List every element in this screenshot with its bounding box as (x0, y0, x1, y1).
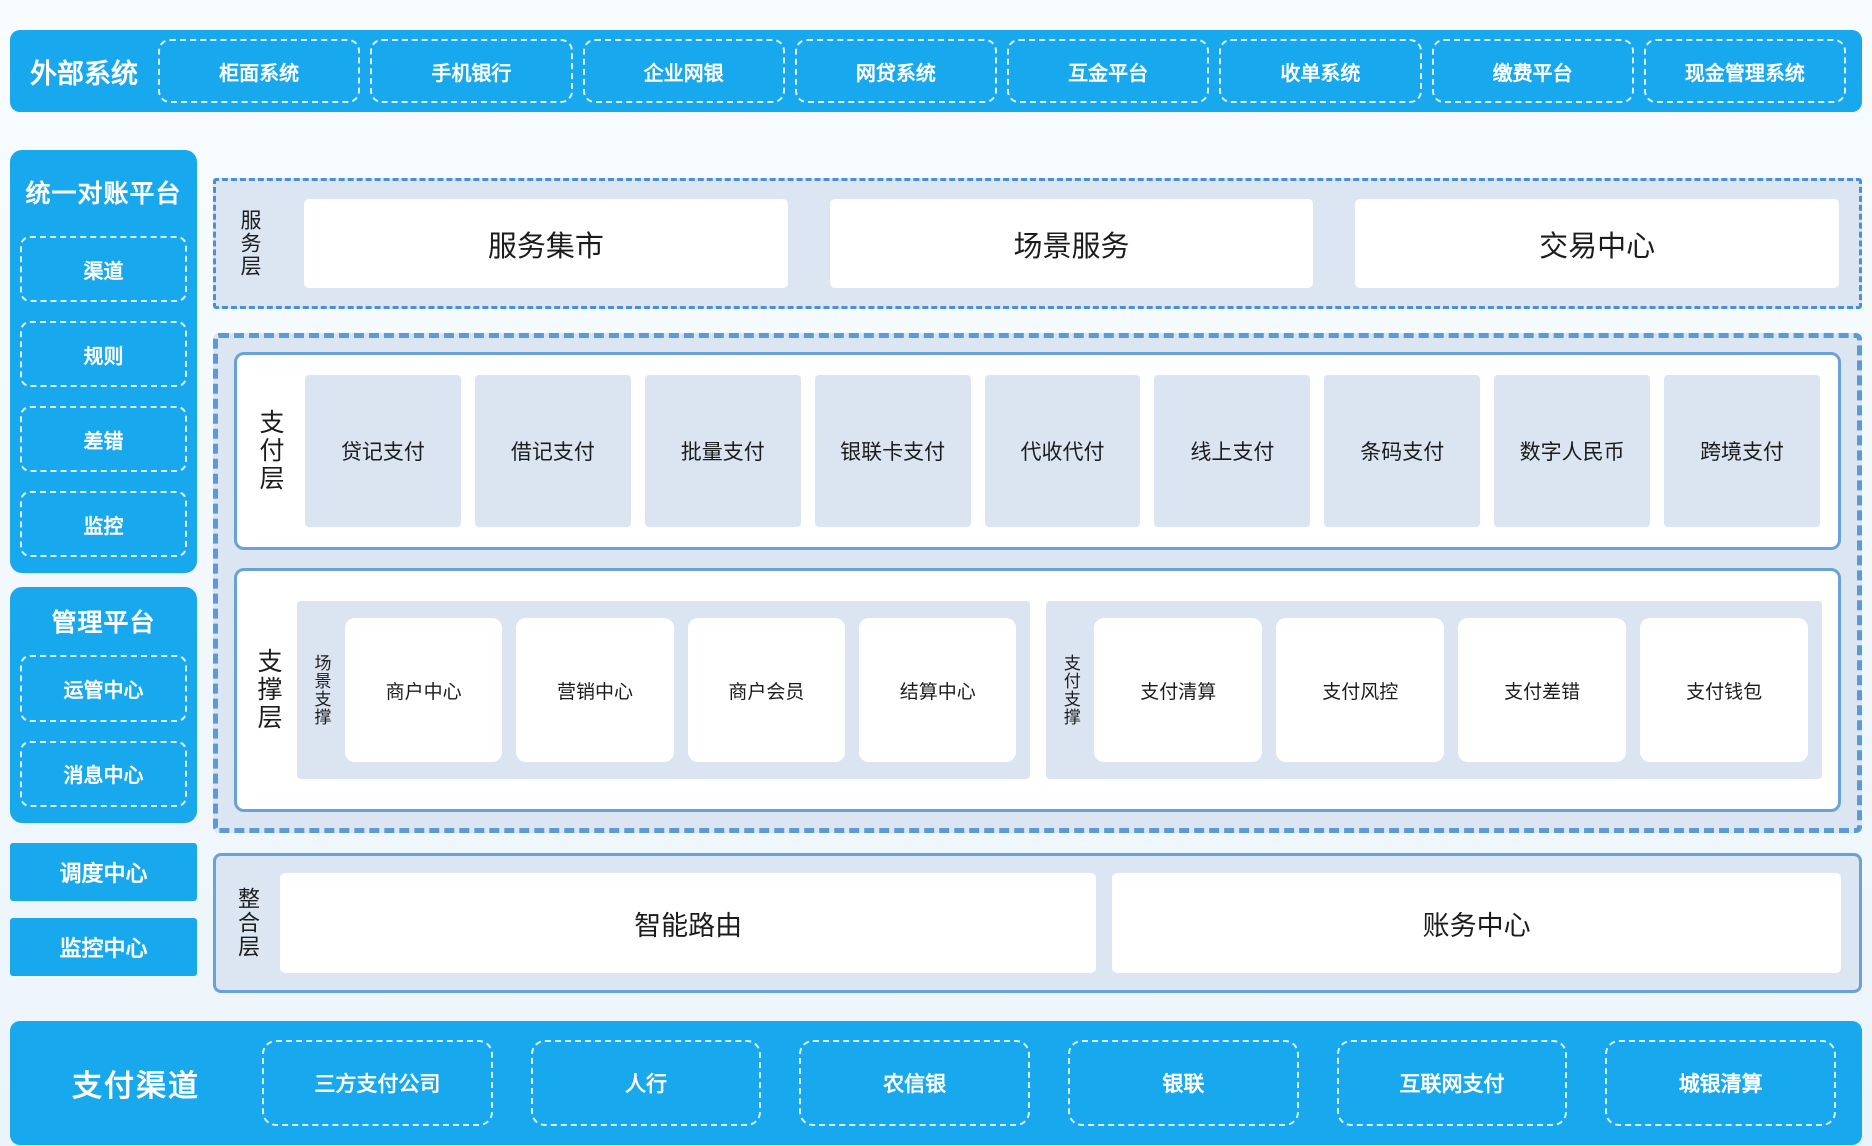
payment-layer-item: 线上支付 (1154, 375, 1311, 527)
dispatch-center-block: 调度中心 (10, 843, 197, 901)
payment-channel-item: 城银清算 (1605, 1040, 1837, 1126)
management-platform-block: 管理平台 运管中心 消息中心 (10, 587, 197, 823)
service-layer-item: 服务集市 (304, 199, 788, 288)
external-systems-bar: 外部系统 柜面系统 手机银行 企业网银 网贷系统 互金平台 收单系统 缴费平台 … (10, 30, 1862, 112)
payment-channel-item: 人行 (530, 1040, 762, 1126)
payment-layer-item: 银联卡支付 (814, 375, 971, 527)
payment-support-item: 支付清算 (1094, 618, 1263, 762)
payment-support-item: 支付风控 (1276, 618, 1445, 762)
service-layer: 服务层 服务集市 场景服务 交易中心 (213, 178, 1862, 309)
payment-channels-title: 支付渠道 (72, 1070, 200, 1103)
reconciliation-item: 监控 (20, 491, 187, 557)
payment-support-group: 支付支撑 支付清算 支付风控 支付差错 支付钱包 (1046, 601, 1822, 779)
external-systems-items: 柜面系统 手机银行 企业网银 网贷系统 互金平台 收单系统 缴费平台 现金管理系… (158, 39, 1846, 103)
payment-channel-item: 互联网支付 (1336, 1040, 1568, 1126)
payment-layer-item: 数字人民币 (1494, 375, 1651, 527)
payment-layer-item: 批量支付 (644, 375, 801, 527)
main-diagram-column: 服务层 服务集市 场景服务 交易中心 支付层 贷记支付 借记支付 批量支付 银联… (213, 150, 1862, 993)
integration-layer-label: 整合层 (235, 887, 260, 959)
payment-layer-label: 支付层 (256, 409, 284, 493)
scene-support-item: 商户会员 (687, 618, 846, 762)
monitor-center-block: 监控中心 (10, 918, 197, 976)
reconciliation-item: 规则 (20, 321, 187, 387)
integration-layer-item: 账务中心 (1112, 873, 1841, 973)
service-layer-item: 交易中心 (1355, 199, 1840, 288)
service-layer-label: 服务层 (238, 209, 261, 278)
payment-support-item: 支付钱包 (1640, 618, 1809, 762)
external-system-item: 缴费平台 (1431, 39, 1634, 103)
payment-layer-item: 条码支付 (1324, 375, 1481, 527)
payment-layer-item: 跨境支付 (1664, 375, 1821, 527)
payment-channel-item: 农信银 (799, 1040, 1031, 1126)
external-system-item: 互金平台 (1007, 39, 1210, 103)
scene-support-label: 场景支撑 (311, 654, 331, 726)
core-layers-container: 支付层 贷记支付 借记支付 批量支付 银联卡支付 代收代付 线上支付 条码支付 … (213, 333, 1862, 833)
external-system-item: 现金管理系统 (1643, 39, 1846, 103)
payment-channel-item: 三方支付公司 (262, 1040, 493, 1126)
reconciliation-platform-title: 统一对账平台 (25, 180, 182, 208)
external-system-item: 收单系统 (1219, 39, 1422, 103)
payment-support-item: 支付差错 (1458, 618, 1627, 762)
external-system-item: 柜面系统 (158, 39, 361, 103)
integration-layer-item: 智能路由 (280, 873, 1097, 973)
payment-layer-item: 代收代付 (984, 375, 1141, 527)
left-sidebar: 统一对账平台 渠道 规则 差错 监控 管理平台 运管中心 消息中心 调度中心 监… (10, 150, 197, 993)
reconciliation-item: 渠道 (20, 236, 187, 302)
management-item: 运管中心 (20, 655, 187, 722)
external-system-item: 企业网银 (582, 39, 785, 103)
payment-layer-item: 贷记支付 (305, 375, 461, 527)
integration-layer: 整合层 智能路由 账务中心 (213, 853, 1862, 993)
external-systems-title: 外部系统 (30, 58, 138, 89)
scene-support-item: 营销中心 (516, 618, 674, 762)
support-layer: 支撑层 场景支撑 商户中心 营销中心 商户会员 结算中心 支付支撑 支付清算 (234, 568, 1841, 812)
external-system-item: 网贷系统 (794, 39, 997, 103)
payment-layer-item: 借记支付 (474, 375, 631, 527)
payment-channel-item: 银联 (1068, 1040, 1299, 1126)
support-layer-label: 支撑层 (254, 648, 282, 732)
scene-support-group: 场景支撑 商户中心 营销中心 商户会员 结算中心 (297, 601, 1031, 779)
payment-channels-bar: 支付渠道 三方支付公司 人行 农信银 银联 互联网支付 城银清算 (10, 1021, 1862, 1145)
middle-region: 统一对账平台 渠道 规则 差错 监控 管理平台 运管中心 消息中心 调度中心 监… (10, 150, 1862, 993)
management-item: 消息中心 (20, 740, 187, 807)
payment-support-label: 支付支撑 (1060, 654, 1080, 726)
management-platform-title: 管理平台 (51, 609, 156, 637)
external-system-item: 手机银行 (370, 39, 573, 103)
scene-support-item: 商户中心 (345, 618, 503, 762)
reconciliation-platform-block: 统一对账平台 渠道 规则 差错 监控 (10, 150, 197, 573)
scene-support-item: 结算中心 (859, 618, 1017, 762)
payment-layer: 支付层 贷记支付 借记支付 批量支付 银联卡支付 代收代付 线上支付 条码支付 … (234, 352, 1841, 550)
payment-channels-items: 三方支付公司 人行 农信银 银联 互联网支付 城银清算 (262, 1040, 1837, 1126)
service-layer-item: 场景服务 (829, 199, 1314, 288)
reconciliation-item: 差错 (20, 406, 187, 472)
